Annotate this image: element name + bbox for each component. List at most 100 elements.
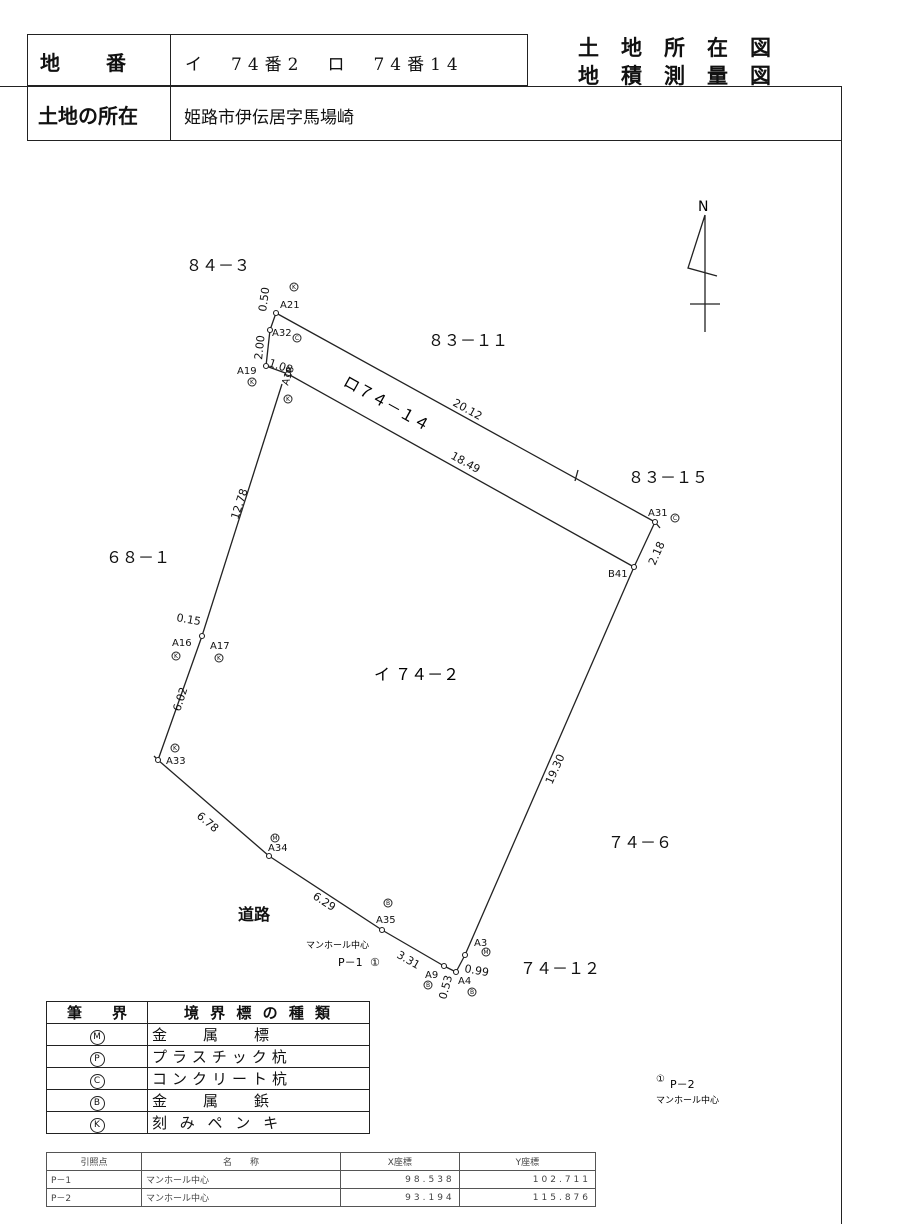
label-a32: A32 — [272, 328, 292, 339]
boundary-a18-b41 — [287, 373, 635, 568]
shozai-label-cell: 土地の所在 — [27, 86, 171, 141]
label-a34: A34 — [268, 843, 288, 854]
parcel-ro-label: ロ７４－１４ — [340, 372, 433, 435]
legend-symbol-b: B — [89, 1095, 105, 1111]
legend-row: K 刻 み ペ ン キ — [46, 1111, 370, 1134]
boundary-a18-a16 — [201, 383, 283, 637]
point-a16 — [198, 632, 206, 640]
manhole-p2-symbol: ① — [656, 1074, 665, 1085]
label-a9: A9 — [425, 970, 438, 981]
marker-a4: B — [467, 987, 477, 997]
point-b41 — [630, 563, 638, 571]
dist-678: 6.78 — [194, 809, 221, 835]
title-line-2: 地積測量図 — [578, 64, 793, 88]
boundary-a16-a33 — [157, 635, 203, 761]
point-a21 — [272, 309, 280, 317]
title-line-1: 土地所在図 — [578, 36, 793, 60]
legend-head-right: 境 界 標 の 種 類 — [147, 1001, 370, 1024]
legend-name: 金 属 鋲 — [147, 1089, 370, 1112]
svg-text:B: B — [470, 989, 474, 996]
svg-text:K: K — [292, 284, 297, 291]
frame-right-line — [841, 86, 842, 1224]
point-a9 — [440, 962, 448, 970]
point-a3 — [461, 951, 469, 959]
svg-text:K: K — [173, 745, 178, 752]
neighbor-74-6: ７４－６ — [608, 833, 672, 852]
point-a18 — [284, 370, 292, 378]
legend-row: B 金 属 鋲 — [46, 1089, 370, 1112]
manhole-p2-label: P－2 — [670, 1078, 695, 1091]
point-a32 — [266, 326, 274, 334]
ref-cell: 98.538 — [340, 1170, 460, 1189]
dist-331: 3.31 — [395, 948, 423, 972]
marker-a19: K — [247, 377, 257, 387]
dist-1278: 12.78 — [228, 487, 250, 521]
legend-name: コンクリート杭 — [147, 1067, 370, 1090]
marker-a16: K — [171, 651, 181, 661]
dist-050: 0.50 — [256, 286, 272, 312]
ref-cell: 115.876 — [458, 1188, 597, 1207]
ref-cell: P－2 — [46, 1188, 142, 1207]
ref-cell: 93.194 — [340, 1188, 460, 1207]
dist-218: 2.18 — [646, 540, 668, 568]
frame-top-line — [0, 86, 27, 87]
point-a31 — [651, 518, 659, 526]
marker-a21: K — [289, 282, 299, 292]
boundary-a35-a9 — [381, 929, 445, 967]
legend-row: P プラスチック杭 — [46, 1045, 370, 1068]
point-a19 — [262, 362, 270, 370]
dist-015: 0.15 — [175, 611, 201, 628]
legend-name: 刻 み ペ ン キ — [147, 1111, 370, 1134]
ref-row: P－1 マンホール中心 98.538 102.711 — [46, 1170, 597, 1189]
label-a33: A33 — [166, 756, 186, 767]
manhole-p1-label: P－1 — [338, 956, 363, 969]
marker-a3: M — [481, 947, 491, 957]
dist-602: 6.02 — [170, 686, 190, 713]
parcel-i-label: イ ７４－２ — [374, 665, 459, 684]
dist-099: 0.99 — [463, 962, 489, 979]
legend-symbol-k: K — [89, 1117, 105, 1133]
chiban-value-cell: イ 74番2 ロ 74番14 — [170, 34, 528, 86]
legend-symbol-m: M — [89, 1029, 105, 1045]
boundary-a32-a19 — [265, 329, 271, 367]
label-a21: A21 — [280, 300, 300, 311]
boundary-a34-a35 — [268, 855, 383, 931]
svg-text:B: B — [386, 900, 390, 907]
boundary-a31-b41 — [633, 521, 656, 568]
ref-header: X座標 — [340, 1152, 460, 1171]
marker-a33: K — [170, 743, 180, 753]
boundary-a19-a18 — [265, 365, 289, 375]
label-a17: A17 — [210, 641, 230, 652]
shozai-label: 土地の所在 — [38, 104, 138, 128]
ref-header-row: 引照点 名 称 X座標 Y座標 — [46, 1152, 597, 1171]
dist-053: 0.53 — [436, 974, 455, 1001]
manhole-p2-caption: マンホール中心 — [656, 1094, 719, 1106]
reference-point-table: 引照点 名 称 X座標 Y座標 P－1 マンホール中心 98.538 102.7… — [46, 1152, 597, 1207]
neighbor-83-11: ８３－１１ — [428, 331, 508, 350]
neighbor-68-1: ６８－１ — [106, 548, 170, 567]
boundary-marker-legend: 筆 界 境 界 標 の 種 類 M 金 属 標 P プラスチック杭 C コンクリ… — [46, 1001, 370, 1134]
svg-text:B: B — [426, 982, 430, 989]
legend-symbol-p: P — [89, 1051, 105, 1067]
legend-header-row: 筆 界 境 界 標 の 種 類 — [46, 1001, 370, 1024]
ref-header: Y座標 — [458, 1152, 597, 1171]
point-a35 — [378, 926, 386, 934]
marker-a31: C — [670, 513, 680, 523]
ref-cell: マンホール中心 — [141, 1170, 341, 1189]
boundary-a4-a3 — [455, 954, 466, 973]
ref-header: 引照点 — [46, 1152, 142, 1171]
marker-a18: K — [283, 394, 293, 404]
neighbor-74-12: ７４－１２ — [520, 959, 600, 978]
marker-a34: M — [270, 833, 280, 843]
label-a3: A3 — [474, 938, 487, 949]
label-a16: A16 — [172, 638, 192, 649]
manhole-p1-symbol: ① — [370, 956, 380, 969]
legend-row: M 金 属 標 — [46, 1023, 370, 1046]
label-a35: A35 — [376, 915, 396, 926]
chiban-value: イ 74番2 ロ 74番14 — [185, 55, 464, 75]
label-a31: A31 — [648, 508, 668, 519]
shozai-value: 姫路市伊伝居字馬場崎 — [184, 108, 354, 128]
svg-text:M: M — [272, 835, 277, 842]
svg-text:C: C — [295, 335, 299, 342]
ref-header: 名 称 — [141, 1152, 341, 1171]
